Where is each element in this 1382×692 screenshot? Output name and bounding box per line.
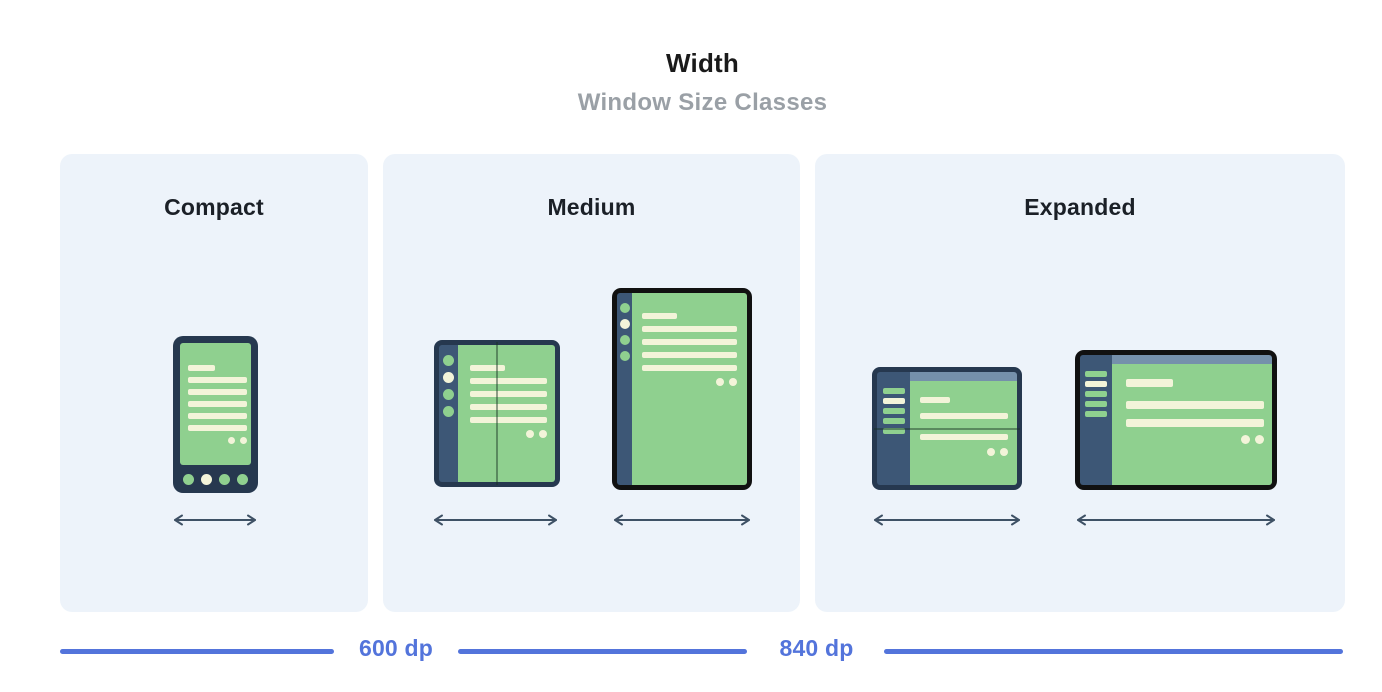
rail-dot (619, 303, 630, 313)
content-pane (910, 372, 1017, 485)
content-line (188, 425, 247, 431)
diagram-title: Width (666, 48, 739, 78)
dot (539, 430, 547, 438)
sidebar-bar (1085, 371, 1107, 377)
tablet-landscape-illustration (1075, 350, 1277, 490)
nav-rail (439, 345, 458, 482)
nav-dot (183, 473, 194, 485)
rail-dot (443, 389, 454, 400)
rail-dot (619, 351, 630, 361)
size-class-label-expanded: Expanded (1024, 194, 1136, 220)
content-line (642, 313, 677, 319)
content-line (470, 391, 547, 397)
dot (1000, 448, 1008, 456)
width-arrow-icon (1074, 512, 1278, 528)
width-arrow-icon (871, 512, 1023, 528)
dot (1255, 435, 1264, 444)
width-arrow-icon (611, 512, 753, 528)
dot (526, 430, 534, 438)
sidebar-bar (1085, 391, 1107, 397)
device-screen (632, 293, 747, 485)
content-line (1126, 419, 1264, 427)
sidebar (877, 372, 910, 485)
sidebar-bar (882, 428, 905, 434)
content-pane (1112, 355, 1272, 485)
tablet-portrait-illustration (612, 288, 752, 490)
content-line (188, 389, 247, 395)
content-line (188, 377, 247, 383)
phone-portrait-illustration (173, 336, 258, 493)
rail-dot (443, 406, 454, 417)
content-line (642, 365, 737, 371)
action-dots (642, 378, 737, 386)
sidebar-bar (1085, 411, 1107, 417)
sidebar (1080, 355, 1112, 485)
nav-dot (237, 473, 248, 485)
rail-dot (619, 335, 630, 345)
content-line (920, 434, 1008, 440)
breakpoint-label-840dp: 840 dp (779, 635, 854, 661)
content-line (642, 339, 737, 345)
dot (1241, 435, 1250, 444)
nav-dot (219, 473, 230, 485)
diagram-header: Width Window Size Classes (60, 48, 1345, 117)
width-arrow-icon (171, 512, 259, 528)
width-arrow-icon (431, 512, 560, 528)
phone-nav-bar (180, 465, 251, 493)
rail-dot (443, 355, 454, 366)
nav-rail (617, 293, 632, 485)
device-screen (910, 381, 1017, 485)
sidebar-bar (882, 408, 905, 414)
rail-dot (443, 372, 454, 383)
content-line (470, 365, 505, 371)
scale-line-segment (458, 649, 747, 654)
action-dots (920, 448, 1008, 456)
foldable-portrait-illustration (434, 340, 560, 487)
sidebar-bar (882, 388, 905, 394)
dot (716, 378, 724, 386)
top-app-bar (910, 372, 1017, 381)
phone-screen (180, 343, 251, 465)
dot (228, 437, 235, 444)
dot (729, 378, 737, 386)
content-line (470, 378, 547, 384)
fold-crease-line (496, 342, 498, 485)
action-dots (1126, 435, 1264, 444)
device-screen (458, 345, 555, 482)
size-class-label-medium: Medium (547, 194, 636, 220)
size-class-label-compact: Compact (164, 194, 264, 220)
diagram-subtitle: Window Size Classes (577, 89, 828, 116)
sidebar-bar (882, 398, 905, 404)
content-line (642, 326, 737, 332)
top-app-bar (1112, 355, 1272, 364)
fold-crease-line (874, 427, 1020, 430)
content-line (470, 404, 547, 410)
scale-line-segment (884, 649, 1343, 654)
content-line (188, 413, 247, 419)
dot (240, 437, 247, 444)
device-screen (1112, 364, 1272, 485)
dot (987, 448, 995, 456)
content-line (470, 417, 547, 423)
action-dots (470, 430, 547, 438)
sidebar-bar (1085, 401, 1107, 407)
content-line (188, 401, 247, 407)
action-dots (188, 437, 247, 444)
nav-dot (201, 473, 212, 485)
sidebar-bar (1085, 381, 1107, 387)
foldable-landscape-illustration (872, 367, 1022, 490)
sidebar-bar (882, 418, 905, 424)
breakpoint-label-600dp: 600 dp (358, 635, 434, 661)
content-line (920, 397, 950, 403)
scale-line-segment (60, 649, 334, 654)
content-line (188, 365, 215, 371)
content-line (642, 352, 737, 358)
content-line (1126, 379, 1173, 387)
content-line (1126, 401, 1264, 409)
content-line (920, 413, 1008, 419)
rail-dot (619, 319, 630, 329)
